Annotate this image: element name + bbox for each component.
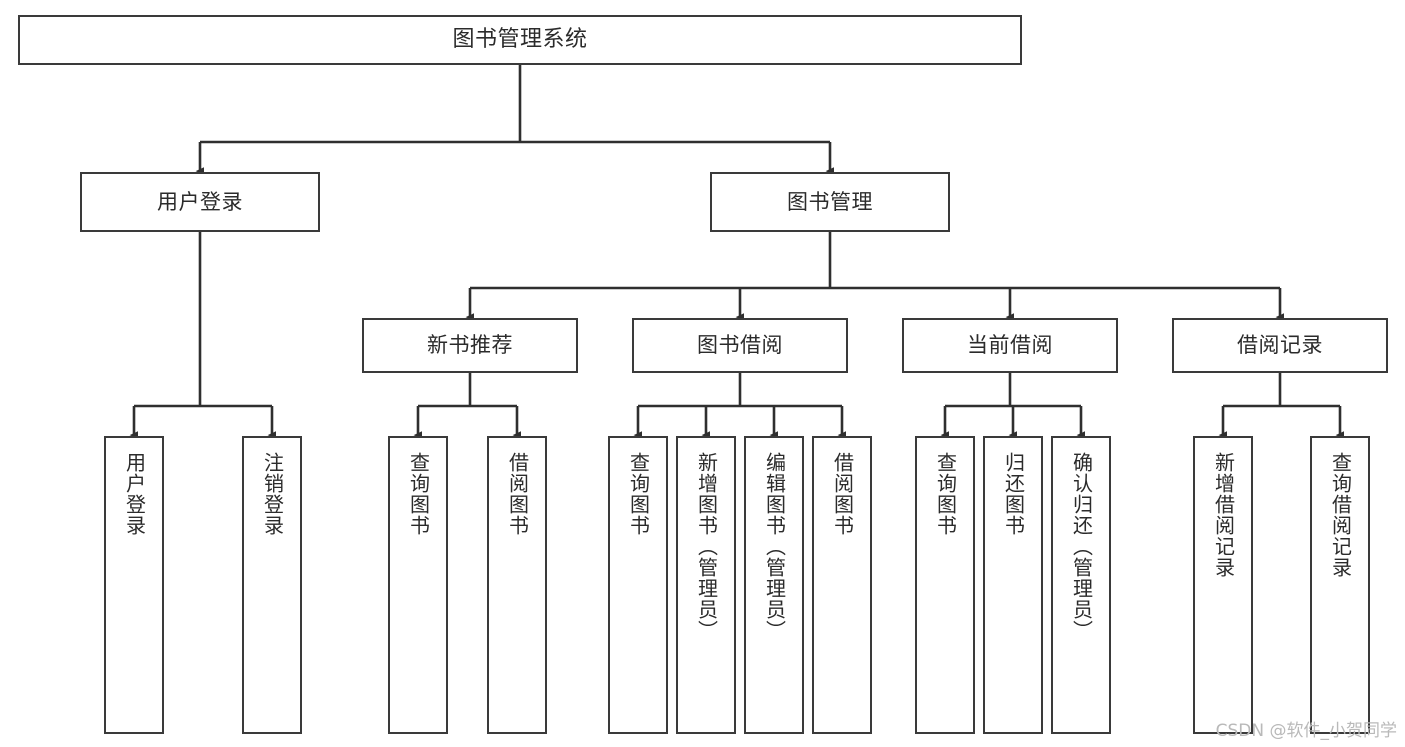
node-label-root: 图书管理系统 [452, 27, 588, 53]
node-user-login[interactable]: 用户登录 [80, 172, 320, 232]
node-label-book-manage: 图书管理 [787, 189, 873, 214]
node-leaf-query-book-1[interactable]: 查询图书 [388, 436, 448, 734]
node-root[interactable]: 图书管理系统 [18, 15, 1022, 65]
node-label-book-borrow: 图书借阅 [697, 333, 783, 358]
node-label-leaf-logout: 注销登录 [260, 452, 285, 536]
node-leaf-return-book[interactable]: 归还图书 [983, 436, 1043, 734]
node-label-new-book-recommend: 新书推荐 [427, 333, 513, 358]
node-leaf-borrow-book-2[interactable]: 借阅图书 [812, 436, 872, 734]
node-label-leaf-query-book-1: 查询图书 [406, 452, 431, 536]
node-label-leaf-query-record: 查询借阅记录 [1328, 452, 1353, 578]
node-leaf-confirm-return[interactable]: 确认归还（管理员） [1051, 436, 1111, 734]
node-label-leaf-add-record: 新增借阅记录 [1211, 452, 1236, 578]
node-label-leaf-confirm-return: 确认归还（管理员） [1069, 452, 1094, 641]
node-label-leaf-user-login: 用户登录 [122, 452, 147, 536]
node-current-borrow[interactable]: 当前借阅 [902, 318, 1118, 373]
node-label-borrow-record: 借阅记录 [1237, 333, 1323, 358]
node-label-leaf-query-book-3: 查询图书 [933, 452, 958, 536]
node-label-leaf-return-book: 归还图书 [1001, 452, 1026, 536]
node-label-leaf-borrow-book-1: 借阅图书 [505, 452, 530, 536]
node-book-borrow[interactable]: 图书借阅 [632, 318, 848, 373]
node-leaf-query-book-3[interactable]: 查询图书 [915, 436, 975, 734]
node-leaf-add-book[interactable]: 新增图书（管理员） [676, 436, 736, 734]
node-leaf-borrow-book-1[interactable]: 借阅图书 [487, 436, 547, 734]
node-book-manage[interactable]: 图书管理 [710, 172, 950, 232]
node-borrow-record[interactable]: 借阅记录 [1172, 318, 1388, 373]
node-label-leaf-query-book-2: 查询图书 [626, 452, 651, 536]
node-new-book-recommend[interactable]: 新书推荐 [362, 318, 578, 373]
node-leaf-user-login[interactable]: 用户登录 [104, 436, 164, 734]
csdn-watermark: CSDN @软件_小贺同学 [1215, 721, 1397, 741]
node-leaf-logout[interactable]: 注销登录 [242, 436, 302, 734]
node-label-leaf-add-book: 新增图书（管理员） [694, 452, 719, 641]
node-leaf-add-record[interactable]: 新增借阅记录 [1193, 436, 1253, 734]
node-leaf-edit-book[interactable]: 编辑图书（管理员） [744, 436, 804, 734]
node-label-leaf-borrow-book-2: 借阅图书 [830, 452, 855, 536]
node-leaf-query-record[interactable]: 查询借阅记录 [1310, 436, 1370, 734]
node-label-user-login: 用户登录 [157, 189, 243, 214]
node-label-current-borrow: 当前借阅 [967, 333, 1053, 358]
node-leaf-query-book-2[interactable]: 查询图书 [608, 436, 668, 734]
node-label-leaf-edit-book: 编辑图书（管理员） [762, 452, 787, 641]
